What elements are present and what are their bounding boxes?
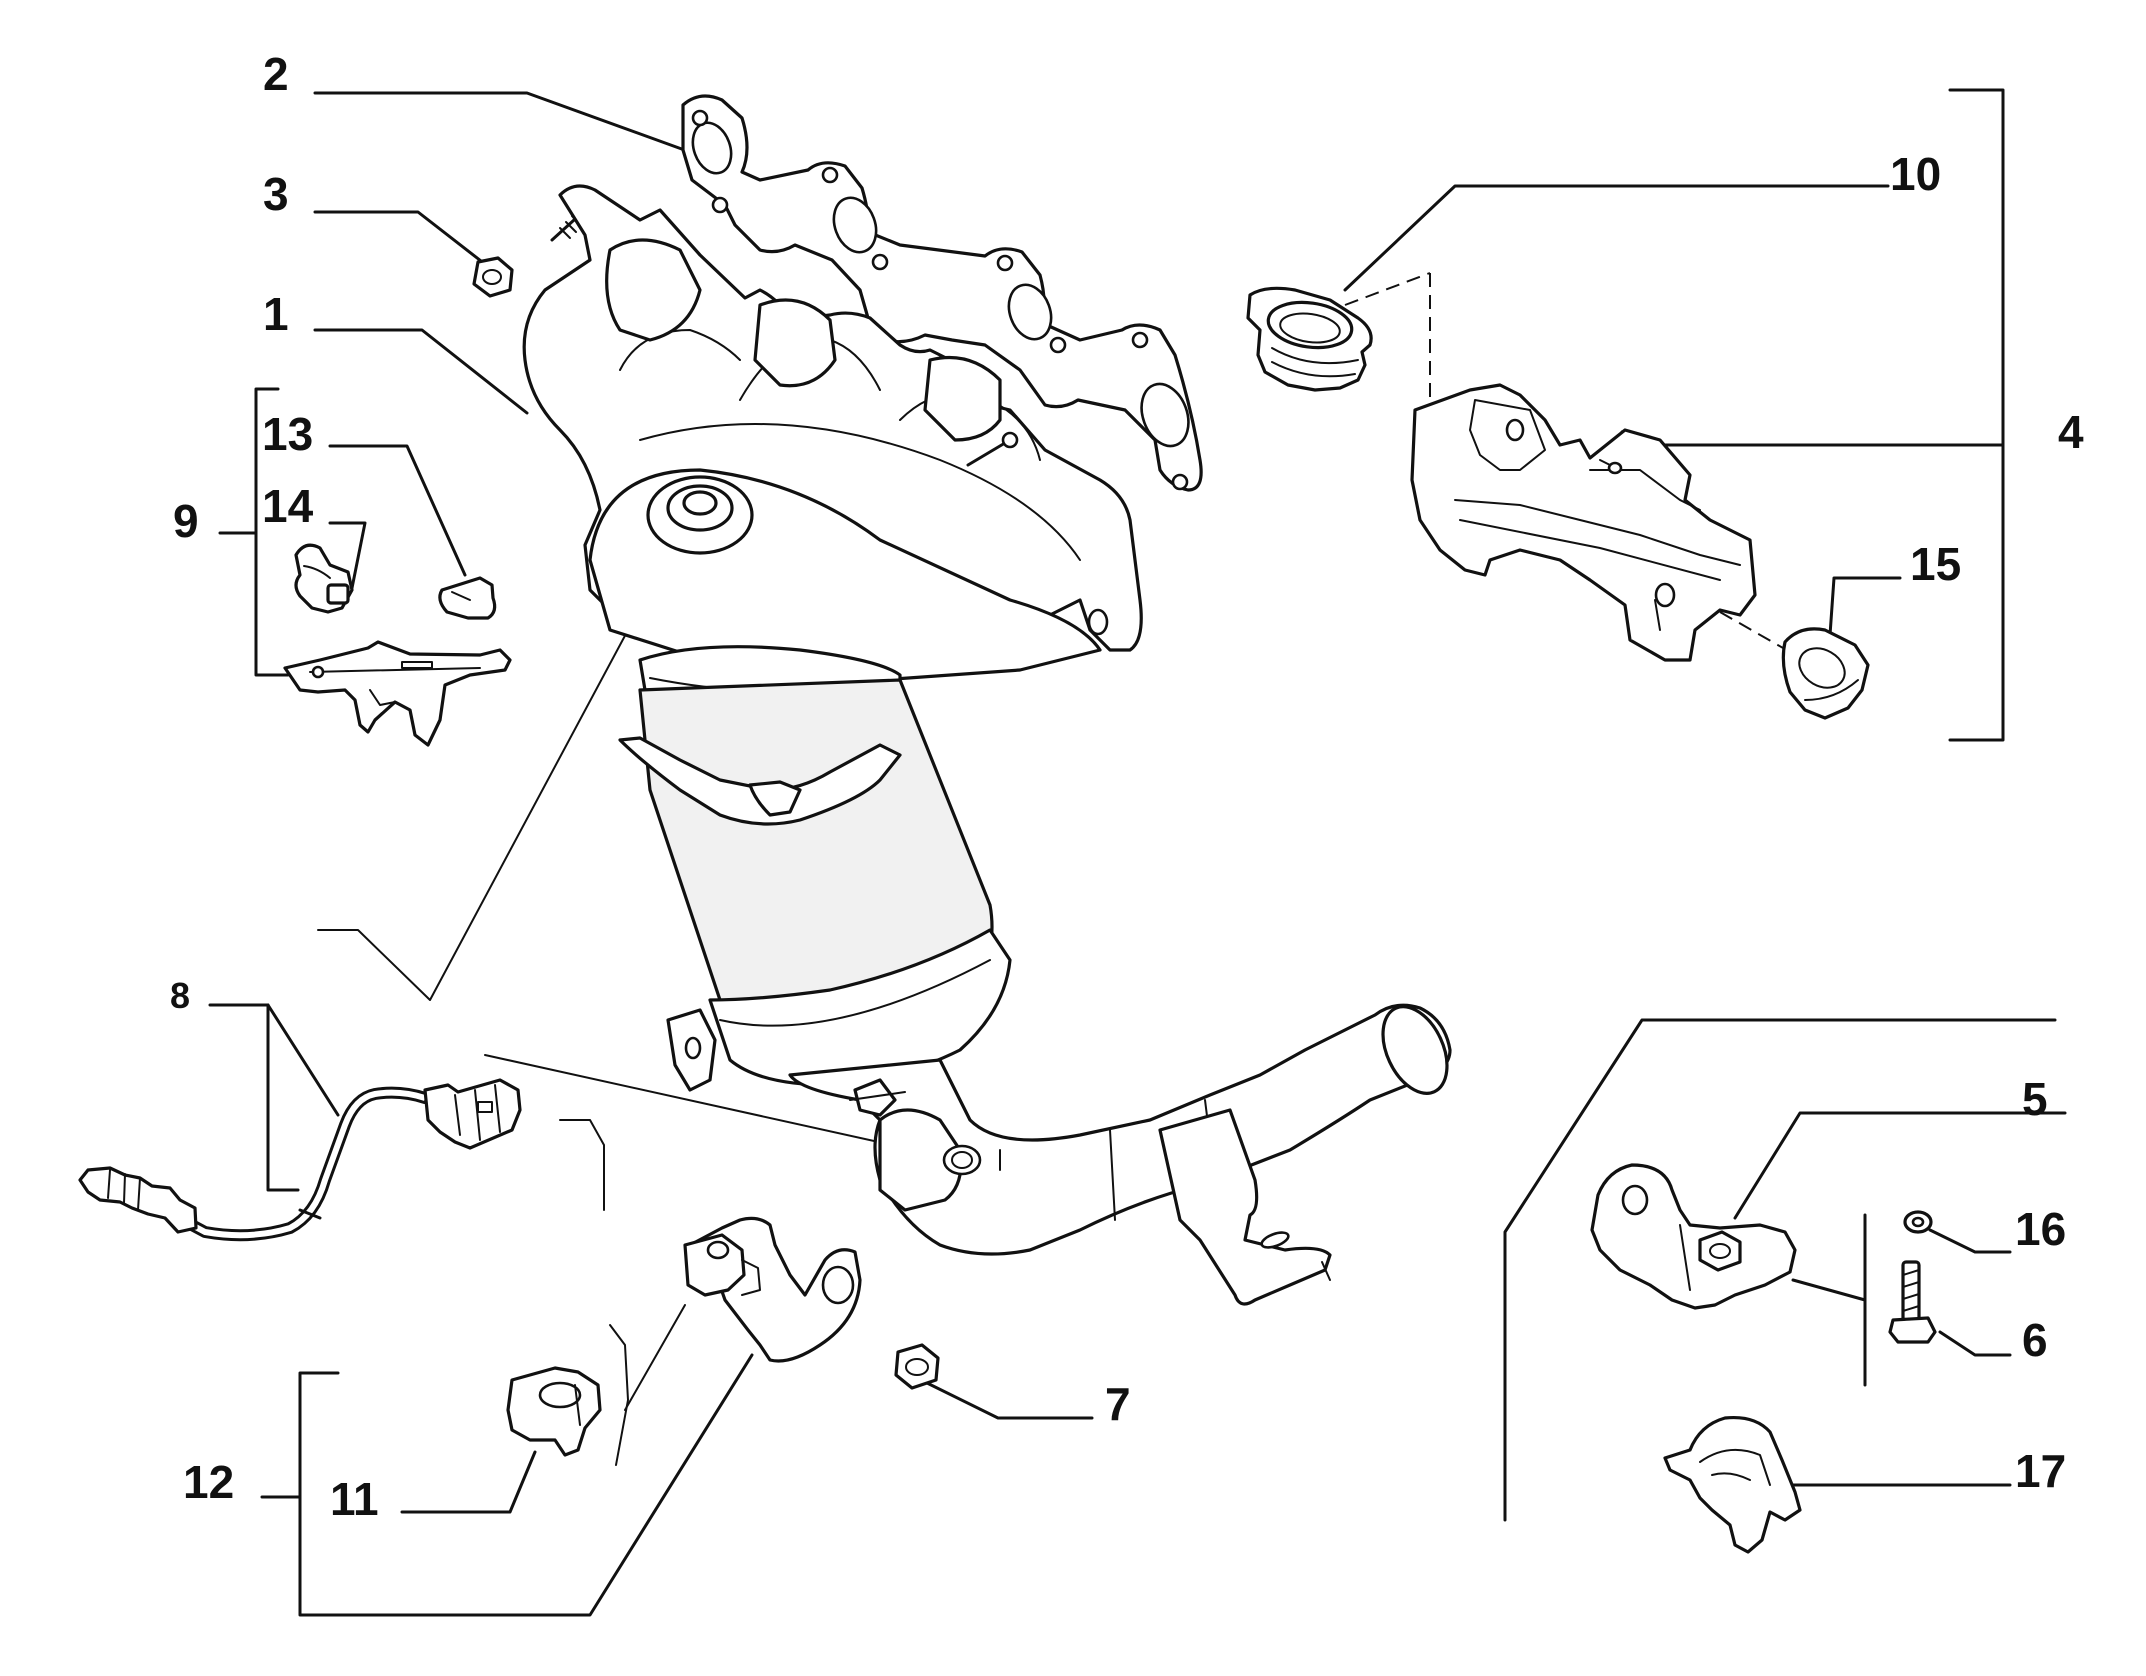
leader-8 <box>266 1003 340 1117</box>
leader-7 <box>923 1380 1094 1420</box>
leader-6 <box>1938 1330 2012 1357</box>
callout-3: 3 <box>263 168 289 220</box>
leader-sensor-a <box>317 502 697 1001</box>
callout-7: 7 <box>1105 1378 1131 1430</box>
leader-14 <box>328 521 367 590</box>
dash-10a <box>1344 272 1431 306</box>
callout-15: 15 <box>1910 538 1961 590</box>
leader-1 <box>313 328 529 415</box>
callout-10: 10 <box>1890 148 1941 200</box>
clip-13 <box>438 576 497 620</box>
exhaust-manifold-catalytic-converter <box>522 184 1452 1306</box>
callout-4: 4 <box>2058 406 2084 458</box>
clip-15 <box>1781 627 1870 720</box>
nut-7 <box>894 1343 940 1390</box>
callout-14: 14 <box>262 480 314 532</box>
clip-11 <box>506 1366 602 1457</box>
bracket-5 <box>1590 1163 1797 1310</box>
clip-14 <box>294 543 354 614</box>
leader-10 <box>1343 184 1890 292</box>
heat-shield-bracket <box>1410 383 1757 662</box>
bracket-9-plate <box>283 640 512 747</box>
leader-11c <box>624 1304 686 1411</box>
callout-1: 1 <box>263 288 289 340</box>
dash-15 <box>1719 611 1791 653</box>
leader-4 <box>1620 430 2005 447</box>
leader-16 <box>1928 1228 2012 1254</box>
leader-2 <box>313 91 692 154</box>
leader-11 <box>400 1450 537 1514</box>
leader-15 <box>1828 576 1902 637</box>
clip-17 <box>1663 1415 1802 1554</box>
bracket-4 <box>1948 88 2005 742</box>
callout-16: 16 <box>2015 1203 2066 1255</box>
callout-13: 13 <box>262 408 313 460</box>
callout-labels: 2 3 1 13 9 14 10 4 15 8 5 16 6 7 17 12 1… <box>170 48 2084 1525</box>
washer-16 <box>1903 1210 1933 1234</box>
callout-8: 8 <box>170 975 190 1016</box>
callout-6: 6 <box>2022 1314 2048 1366</box>
nut <box>472 256 514 298</box>
clip-10 <box>1246 286 1373 392</box>
oxygen-sensor <box>78 1078 522 1242</box>
section-frame <box>1503 1018 2057 1522</box>
leader-11b <box>609 1324 629 1466</box>
bracket-12 <box>683 1216 862 1363</box>
callout-9: 9 <box>173 495 199 547</box>
leader-3 <box>313 210 492 270</box>
callout-5: 5 <box>2022 1073 2048 1125</box>
leader-sensor-c <box>559 1119 605 1211</box>
callout-12: 12 <box>183 1456 234 1508</box>
callout-2: 2 <box>263 48 289 100</box>
callout-11: 11 <box>330 1473 379 1525</box>
leader-13 <box>328 444 467 577</box>
bracket-8 <box>208 1003 300 1192</box>
leader-56 <box>1791 1278 1867 1302</box>
bracket-12 <box>298 1353 754 1617</box>
leader-lines <box>208 88 2067 1617</box>
callout-17: 17 <box>2015 1445 2066 1497</box>
exhaust-manifold-gasket <box>681 94 1203 492</box>
leader-5 <box>1733 1111 2067 1220</box>
bolt-6 <box>1888 1260 1937 1344</box>
